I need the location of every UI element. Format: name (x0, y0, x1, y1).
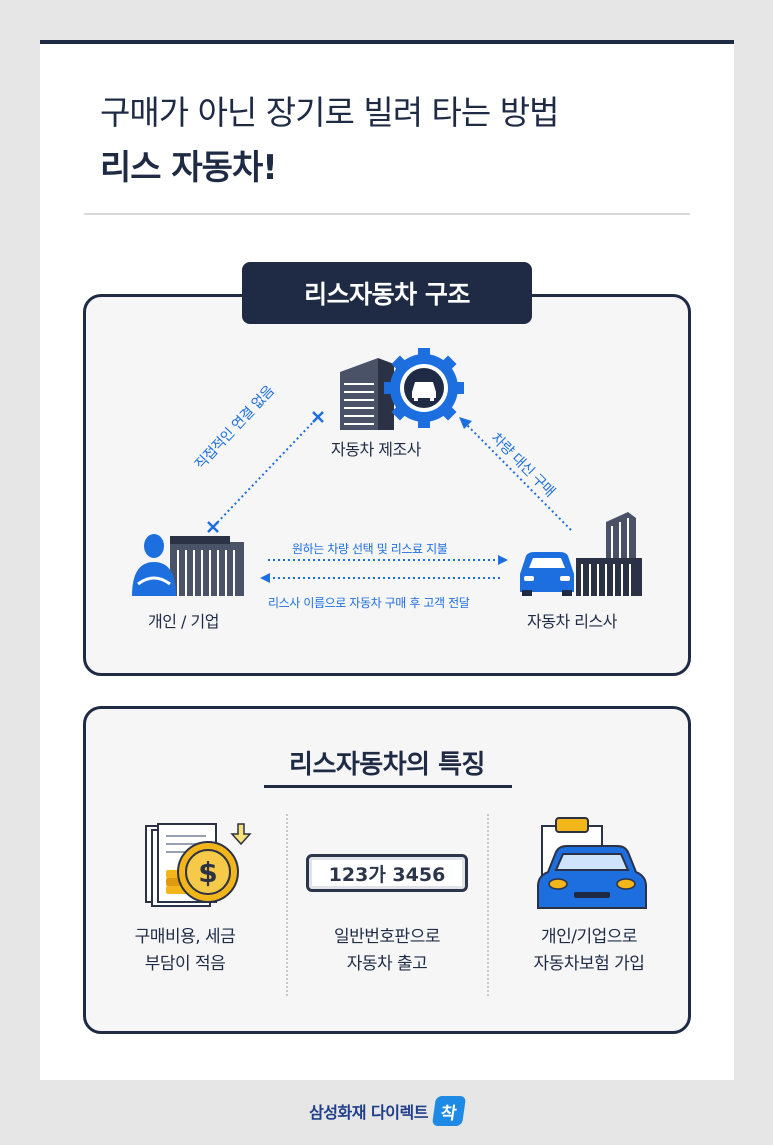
insurance-car-icon (537, 817, 647, 909)
feature-2-text: 일반번호판으로 자동차 출고 (287, 924, 487, 978)
coin-documents-icon: $ (145, 823, 252, 907)
manufacturer-icon (340, 348, 464, 430)
leasing-company-label: 자동차 리스사 (527, 612, 617, 631)
feature-separator-2 (487, 814, 489, 996)
infographic-card: 구매가 아닌 장기로 빌려 타는 방법 리스 자동차! 리스자동차 구조 자 (40, 40, 734, 1080)
feature-2-line-2: 자동차 출고 (346, 954, 428, 974)
feature-2-line-1: 일반번호판으로 (334, 927, 440, 947)
structure-box (83, 294, 691, 676)
title-line-2: 리스 자동차! (100, 148, 278, 188)
brand-badge-icon: 착 (431, 1096, 467, 1126)
title-line-1: 구매가 아닌 장기로 빌려 타는 방법 (100, 93, 559, 132)
leasing-company-icon (520, 512, 642, 596)
license-plate-icon: 123가 3456 (306, 854, 468, 892)
feature-3-line-2: 자동차보험 가입 (533, 954, 645, 974)
connection-lines (207, 411, 572, 583)
customer-icon (132, 534, 244, 596)
footer-brand: 삼성화재 다이렉트 착 (0, 1096, 773, 1126)
features-title: 리스자동차의 특징 (289, 750, 485, 780)
feature-1-line-1: 구매비용, 세금 (134, 927, 236, 947)
customer-label: 개인 / 기업 (148, 612, 219, 631)
manufacturer-label: 자동차 제조사 (331, 440, 421, 459)
features-title-underline (264, 785, 512, 788)
structure-title-pill: 리스자동차 구조 (242, 262, 532, 324)
deliver-label: 리스사 이름으로 자동차 구매 후 고객 전달 (268, 596, 470, 610)
feature-1-text: 구매비용, 세금 부담이 적음 (85, 924, 285, 978)
select-and-pay-label: 원하는 차량 선택 및 리스료 지불 (292, 542, 448, 556)
title-divider (84, 213, 690, 215)
feature-1-line-2: 부담이 적음 (144, 954, 226, 974)
brand-name: 삼성화재 다이렉트 (309, 1103, 428, 1122)
feature-separator-1 (286, 814, 288, 996)
feature-3-text: 개인/기업으로 자동차보험 가입 (489, 924, 689, 978)
feature-3-line-1: 개인/기업으로 (540, 927, 638, 947)
svg-text:$: $ (198, 856, 217, 889)
